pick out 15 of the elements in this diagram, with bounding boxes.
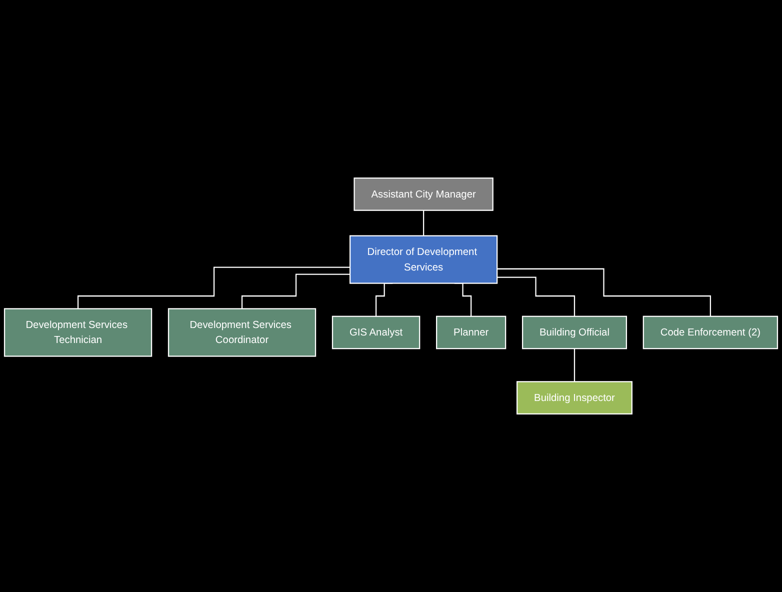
node-box: GIS Analyst	[332, 316, 420, 350]
node-box: Director of Development Services	[349, 235, 498, 284]
node-box: Assistant City Manager	[354, 178, 494, 211]
node-box: Development Services Coordinator	[168, 308, 316, 357]
node-box: Building Inspector	[516, 381, 632, 414]
connector	[241, 274, 350, 310]
connector	[423, 210, 424, 236]
connector	[574, 348, 576, 382]
connector	[497, 268, 711, 317]
node-box: Code Enforcement (2)	[642, 316, 778, 350]
node-box: Development Services Technician	[4, 308, 152, 357]
connector	[77, 266, 350, 310]
node-box: Building Official	[522, 316, 628, 350]
node-box: Planner	[436, 316, 506, 350]
connector	[497, 276, 576, 317]
